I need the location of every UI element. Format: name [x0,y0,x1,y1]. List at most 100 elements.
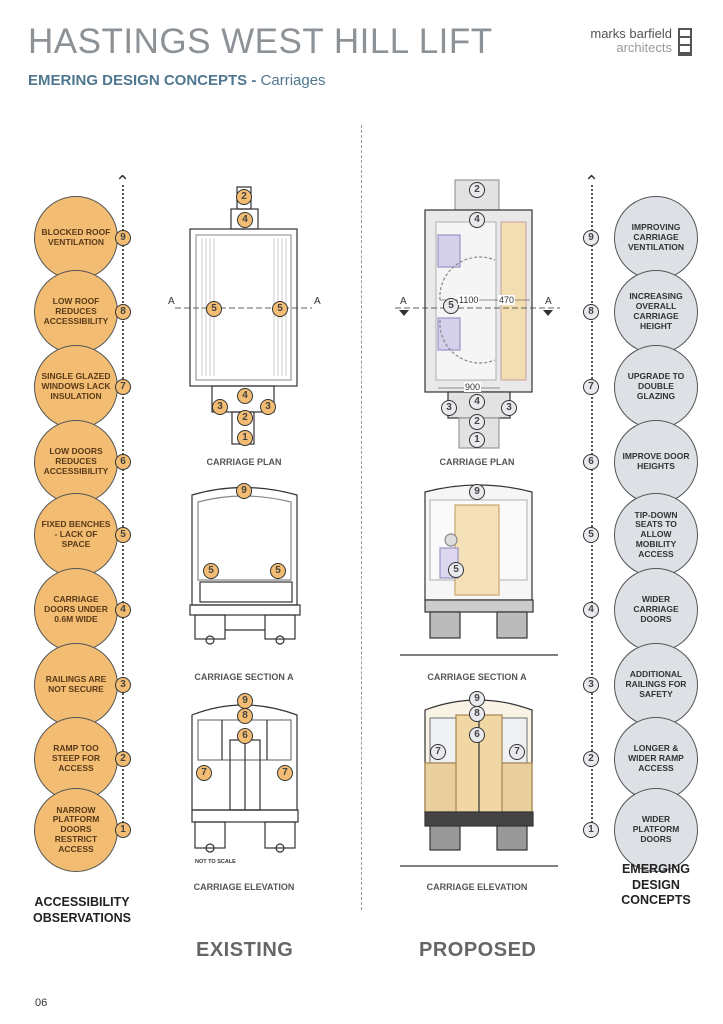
marker-3: 3 [212,399,228,415]
marker-7: 7 [277,765,293,781]
marker-2: 2 [237,410,253,426]
bubble-text: RAILINGS ARE NOT SECURE [45,674,107,694]
marker-7: 7 [509,744,525,760]
section-marker-label: A [314,296,321,307]
section-marker-icon [399,310,409,316]
marker-3: 3 [260,399,276,415]
bubble-text: TIP-DOWN SEATS TO ALLOW MOBILITY ACCESS [634,509,678,559]
marker-9: 9 [237,693,253,709]
axis-number-1: 1 [115,822,131,838]
bubble-text: LOW ROOF REDUCES ACCESSIBILITY [43,296,109,326]
proposed-carriage-section [400,484,558,656]
bubble-text: UPGRADE TO DOUBLE GLAZING [627,371,685,401]
axis-number-4: 4 [115,602,131,618]
caption-proposed-section: CARRIAGE SECTION A [427,672,527,682]
axis-number-5: 5 [115,527,131,543]
center-divider [361,125,362,910]
concept-8: INCREASING OVERALL CARRIAGE HEIGHT [614,270,698,354]
up-arrow-icon: ⌃ [584,172,600,193]
marker-4: 4 [237,212,253,228]
caption-proposed-plan: CARRIAGE PLAN [439,457,515,467]
concept-7: UPGRADE TO DOUBLE GLAZING [614,345,698,429]
axis-number-1: 1 [583,822,599,838]
existing-heading: EXISTING [196,939,294,961]
marker-9: 9 [469,691,485,707]
axis-number-5: 5 [583,527,599,543]
axis-number-7: 7 [115,379,131,395]
page-title: HASTINGS WEST HILL LIFT [28,22,493,61]
marker-5: 5 [272,301,288,317]
observations-heading: ACCESSIBILITY OBSERVATIONS [33,895,131,925]
bubble-text: LONGER & WIDER RAMP ACCESS [628,743,684,773]
section-marker-label: A [400,296,407,307]
marker-7: 7 [430,744,446,760]
axis-number-3: 3 [583,677,599,693]
concepts-heading: EMERGING DESIGN CONCEPTS [621,862,691,908]
marker-5: 5 [203,563,219,579]
bubble-text: FIXED BENCHES - LACK OF SPACE [41,519,111,549]
bubble-text: RAMP TOO STEEP FOR ACCESS [51,743,101,773]
proposed-carriage-elevation [400,699,558,867]
marker-4: 4 [469,394,485,410]
marker-9: 9 [469,484,485,500]
observation-8: LOW ROOF REDUCES ACCESSIBILITY [34,270,118,354]
marker-1: 1 [237,430,253,446]
section-marker-label: A [545,296,552,307]
axis-number-7: 7 [583,379,599,395]
existing-carriage-section [189,486,301,645]
marker-5: 5 [443,298,459,314]
bubble-text: WIDER CARRIAGE DOORS [633,594,679,624]
caption-existing-plan: CARRIAGE PLAN [206,457,282,467]
dimension-label: 900 [464,382,482,392]
marker-2: 2 [236,189,252,205]
axis-number-6: 6 [583,454,599,470]
bubble-text: IMPROVING CARRIAGE VENTILATION [627,222,685,252]
subtitle-main: EMERING DESIGN CONCEPTS - [28,72,261,89]
bubble-text: LOW DOORS REDUCES ACCESSIBILITY [43,446,109,476]
up-arrow-icon: ⌃ [115,172,131,193]
bubble-text: ADDITIONAL RAILINGS FOR SAFETY [625,669,687,699]
dimension-label: 470 [498,295,516,305]
concept-5: TIP-DOWN SEATS TO ALLOW MOBILITY ACCESS [614,493,698,577]
observation-4: CARRIAGE DOORS UNDER 0.6M WIDE [34,568,118,652]
concept-2: LONGER & WIDER RAMP ACCESS [614,717,698,801]
caption-existing-elevation: CARRIAGE ELEVATION [193,882,295,892]
axis-number-4: 4 [583,602,599,618]
bubble-text: INCREASING OVERALL CARRIAGE HEIGHT [629,291,683,331]
logo-line-2: architects [616,40,672,55]
concept-3: ADDITIONAL RAILINGS FOR SAFETY [614,643,698,727]
concept-6: IMPROVE DOOR HEIGHTS [614,420,698,504]
marker-8: 8 [237,708,253,724]
logo: marks barfield architects [590,26,700,60]
caption-existing-section: CARRIAGE SECTION A [194,672,294,682]
observation-1: NARROW PLATFORM DOORS RESTRICT ACCESS [34,788,118,872]
observation-5: FIXED BENCHES - LACK OF SPACE [34,493,118,577]
axis-number-9: 9 [583,230,599,246]
marker-1: 1 [469,432,485,448]
page-number: 06 [35,997,48,1009]
marker-4: 4 [237,388,253,404]
observations-axis [122,185,124,835]
marker-2: 2 [469,414,485,430]
marker-4: 4 [469,212,485,228]
axis-number-8: 8 [115,304,131,320]
section-marker-icon [543,310,553,316]
marker-6: 6 [237,728,253,744]
marker-5: 5 [448,562,464,578]
marker-3: 3 [501,400,517,416]
page-subtitle: EMERING DESIGN CONCEPTS - Carriages [28,72,326,89]
marker-2: 2 [469,182,485,198]
axis-number-2: 2 [583,751,599,767]
bubble-text: IMPROVE DOOR HEIGHTS [622,451,690,471]
bubble-text: NARROW PLATFORM DOORS RESTRICT ACCESS [52,804,100,854]
axis-number-9: 9 [115,230,131,246]
not-to-scale-note: NOT TO SCALE [195,859,236,865]
observation-7: SINGLE GLAZED WINDOWS LACK INSULATION [34,345,118,429]
subtitle-topic: Carriages [260,72,326,89]
axis-number-8: 8 [583,304,599,320]
marker-9: 9 [236,483,252,499]
bubble-text: WIDER PLATFORM DOORS [632,814,680,844]
bubble-text: CARRIAGE DOORS UNDER 0.6M WIDE [44,594,108,624]
marker-7: 7 [196,765,212,781]
axis-number-6: 6 [115,454,131,470]
